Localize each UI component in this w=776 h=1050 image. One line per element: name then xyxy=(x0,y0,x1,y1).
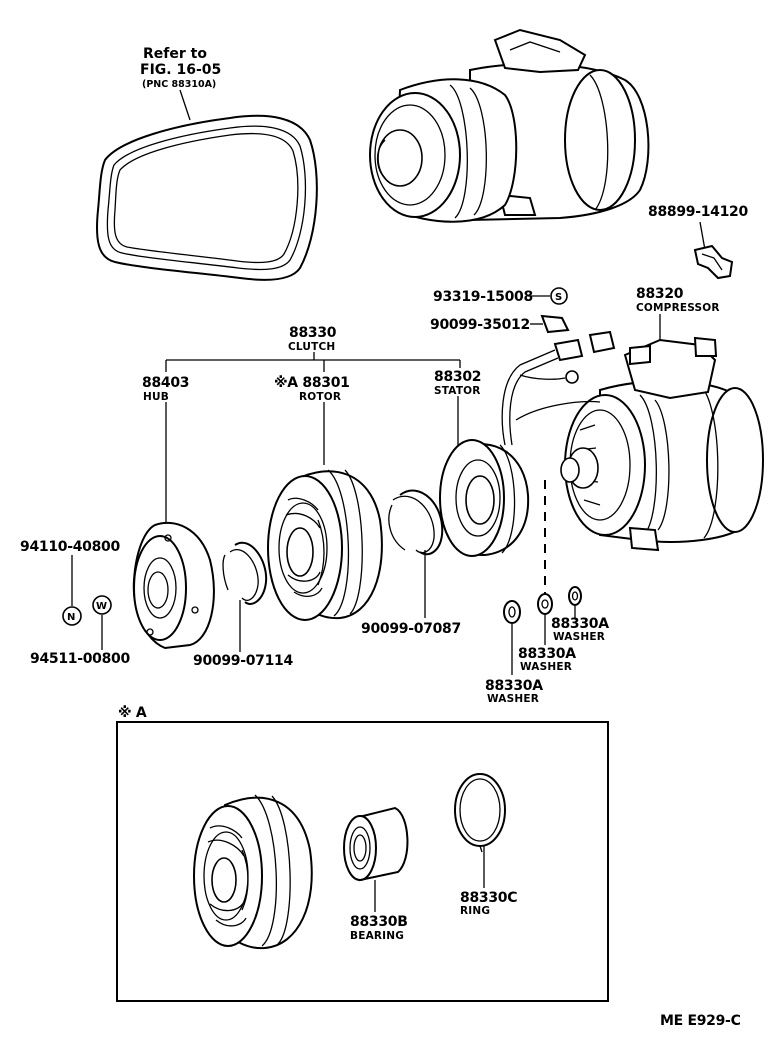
inset-box xyxy=(116,721,609,1002)
label-88330B: 88330B xyxy=(350,914,408,930)
name-washer-3: WASHER xyxy=(487,693,539,705)
washer-2 xyxy=(537,593,553,615)
inset-title: ※ A xyxy=(118,705,147,721)
snap-ring-90099-07087 xyxy=(388,489,444,556)
label-88302: 88302 xyxy=(434,369,481,385)
washer-3 xyxy=(568,586,582,606)
washer-1 xyxy=(503,600,521,624)
name-clutch: CLUTCH xyxy=(288,341,335,353)
snap-ring-90099-07114 xyxy=(222,541,268,605)
refer-line2: FIG. 16-05 xyxy=(140,62,221,78)
label-94110-40800: 94110-40800 xyxy=(20,539,120,555)
name-washer-2: WASHER xyxy=(520,661,572,673)
n-symbol-icon xyxy=(62,606,82,626)
label-88330A-3: 88330A xyxy=(485,678,543,694)
label-90099-07114: 90099-07114 xyxy=(193,653,293,669)
label-88301: ※A 88301 xyxy=(274,375,350,391)
v-belt xyxy=(95,114,318,281)
s-symbol-text: S xyxy=(555,292,562,303)
wiring-harness xyxy=(501,330,616,446)
label-88330: 88330 xyxy=(289,325,337,341)
leader-88899 xyxy=(699,221,706,251)
compressor-assembly-top xyxy=(369,28,650,223)
name-rotor: ROTOR xyxy=(299,391,341,403)
s-symbol-icon xyxy=(550,287,568,305)
label-88403: 88403 xyxy=(142,375,189,391)
label-88320: 88320 xyxy=(636,286,684,302)
inset-rotor xyxy=(193,794,313,950)
name-bearing: BEARING xyxy=(350,930,404,942)
name-hub: HUB xyxy=(143,391,169,403)
refer-line3: (PNC 88310A) xyxy=(142,79,216,90)
name-washer-1: WASHER xyxy=(553,631,605,643)
hub-88403 xyxy=(132,521,215,650)
label-88899-14120: 88899-14120 xyxy=(648,204,748,220)
footer-code: ME E929-C xyxy=(660,1013,741,1029)
rotor-88301 xyxy=(267,469,383,621)
label-90099-35012: 90099-35012 xyxy=(430,317,530,333)
n-symbol-text: N xyxy=(67,612,75,623)
clutch-bracket xyxy=(165,352,461,372)
label-90099-07087: 90099-07087 xyxy=(361,621,461,637)
clip-88899 xyxy=(693,244,734,280)
inset-ring xyxy=(454,773,506,853)
refer-line1: Refer to xyxy=(143,46,207,62)
belt-leader xyxy=(179,89,191,121)
w-symbol-text: W xyxy=(96,601,107,612)
bracket-90099-35012 xyxy=(540,314,570,334)
name-stator: STATOR xyxy=(434,385,481,397)
label-93319-15008: 93319-15008 xyxy=(433,289,533,305)
w-symbol-icon xyxy=(92,595,112,615)
label-94511-00800: 94511-00800 xyxy=(30,651,130,667)
inset-bearing xyxy=(343,806,409,882)
label-88330A-1: 88330A xyxy=(551,616,609,632)
stator-88302 xyxy=(439,439,530,557)
name-ring: RING xyxy=(460,905,490,917)
label-88330C: 88330C xyxy=(460,890,517,906)
label-88330A-2: 88330A xyxy=(518,646,576,662)
compressor-88320 xyxy=(560,336,764,552)
name-compressor: COMPRESSOR xyxy=(636,302,720,314)
